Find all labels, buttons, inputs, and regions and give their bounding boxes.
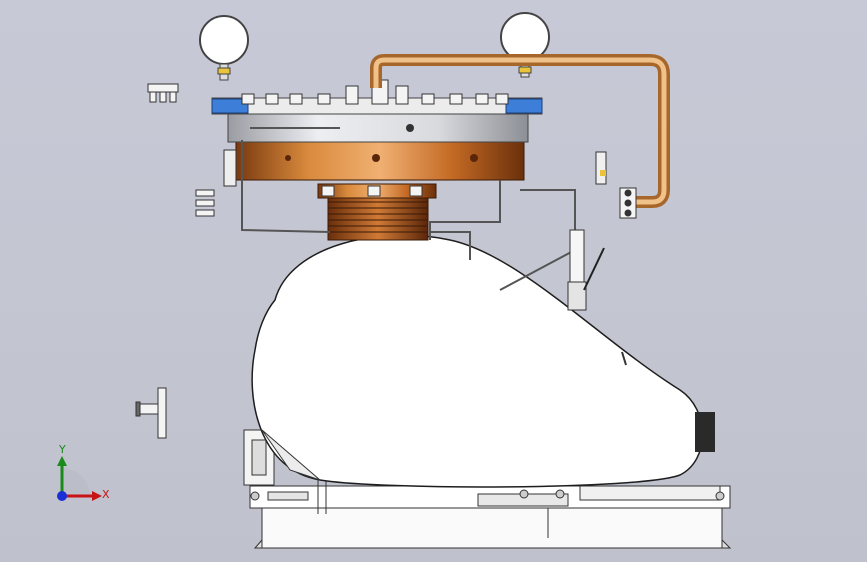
x-axis-label: X <box>102 488 110 501</box>
valve-right[interactable] <box>567 151 607 311</box>
loose-fittings-mid-left <box>195 189 215 217</box>
view-orientation-triad-icon <box>57 456 102 501</box>
process-lines <box>241 127 576 291</box>
copper-cylinder[interactable] <box>211 97 543 181</box>
y-axis-label: Y <box>59 443 66 456</box>
pressure-gauge-right[interactable] <box>500 12 550 78</box>
pressure-gauge-left[interactable] <box>199 15 249 81</box>
regulator-left <box>223 149 237 187</box>
copper-pipe[interactable] <box>370 54 670 208</box>
flange-fittings-right <box>619 187 637 219</box>
loose-fittings-top-left <box>147 83 179 103</box>
crankcase[interactable] <box>251 234 715 488</box>
loose-valve-left <box>135 387 167 439</box>
view-orientation-triad[interactable]: Y X <box>40 438 120 508</box>
base-frame[interactable] <box>243 429 732 549</box>
